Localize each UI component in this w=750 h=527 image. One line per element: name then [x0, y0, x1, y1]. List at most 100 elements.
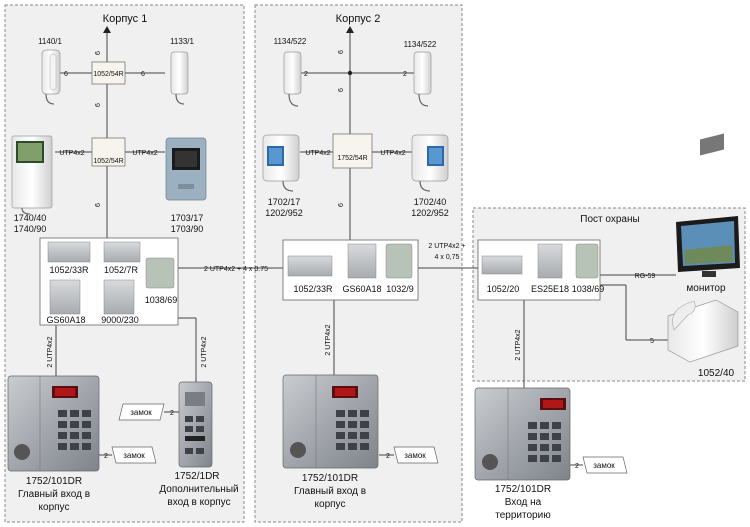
wire-label: 2	[575, 463, 579, 470]
panel-caption: Главный вход в	[18, 489, 90, 500]
monitor-label: 1740/40	[14, 213, 47, 223]
wire-label: 5	[650, 338, 654, 345]
lock-label: замок	[593, 461, 615, 470]
monitor-label: 1740/90	[14, 224, 47, 234]
junction-box: 1052/54R	[91, 61, 126, 85]
panel-caption: территорию	[495, 510, 551, 521]
rack-building2: 1052/33R GS60A18 1032/9	[282, 239, 419, 301]
lock-label: замок	[130, 408, 152, 417]
device-module	[145, 257, 175, 289]
guard-device-label: 1052/40	[698, 368, 735, 379]
device-module	[103, 279, 135, 315]
lock-guard-main: замок	[582, 456, 628, 474]
wire-label: 6	[95, 51, 102, 55]
wire-label: 2	[403, 71, 407, 78]
junction-box: 1752/54R	[332, 133, 373, 169]
lock-b1-main: замок	[111, 446, 157, 464]
rack-item: 1038/69	[572, 284, 605, 294]
junction-box: 1052/54R	[91, 137, 126, 167]
wire-label: 4 x 0,75	[435, 254, 460, 261]
handset-b1-left: 1140/1	[38, 37, 62, 105]
handset-label: 1134/522	[274, 37, 307, 46]
handset-b1-right: 1133/1	[170, 37, 194, 105]
panel-caption: Вход на	[505, 497, 542, 508]
rack-item: ES25E18	[531, 284, 569, 294]
panel-caption: Дополнительный	[159, 484, 238, 495]
wire-label: 2 UTP4x2	[201, 336, 208, 367]
rack-item: 1032/9	[386, 284, 414, 294]
rack-building1: 1052/33R 1052/7R 1038/69 GS60A18 9000/23…	[39, 237, 179, 326]
arrow-up-icon	[103, 26, 111, 33]
panel-model: 1752/101DR	[495, 484, 551, 495]
lock-b2-main: замок	[393, 446, 439, 464]
wires-building1	[55, 26, 283, 456]
building2-title: Корпус 2	[336, 13, 381, 25]
panel-model: 1752/101DR	[26, 476, 82, 487]
device-module	[385, 243, 413, 279]
handset-label: 1133/1	[170, 37, 194, 46]
handset-b2-right: 1134/522	[404, 40, 437, 107]
wire-label: 6	[338, 50, 345, 54]
lock-b1-aux: замок	[118, 403, 165, 421]
arrow-up-icon	[346, 26, 354, 33]
wire-label: UTP4x2	[380, 150, 405, 157]
wire-labels: 6 6 6 6 UTP4x2 UTP4x2 6 2 UTP4x2 + 4 x 0…	[47, 50, 655, 470]
monitor-b1-left: 1740/40 1740/90	[11, 135, 53, 234]
wire-label: UTP4x2	[305, 150, 330, 157]
monitor-b2-right: 1702/40 1202/952	[411, 134, 449, 218]
monitor-label: 1202/952	[411, 208, 449, 218]
rack-item: GS60A18	[46, 315, 85, 325]
handset-b2-left: 1134/522	[274, 37, 307, 107]
panel-caption: корпус	[39, 502, 70, 513]
panel-caption: корпус	[315, 499, 346, 510]
handset-label: 1140/1	[38, 37, 62, 46]
monitor-label: 1702/40	[414, 197, 447, 207]
panel-caption: Главный вход в	[294, 486, 366, 497]
wire-label: 6	[141, 71, 145, 78]
wire-label: 2 UTP4x2	[325, 324, 332, 355]
wire-label: 2 UTP4x2 + 4 x 0.75	[204, 266, 268, 273]
wire-label: RG-59	[635, 273, 656, 280]
rack-item: GS60A18	[342, 284, 381, 294]
wire-label: 2	[386, 453, 390, 460]
wires-guard	[523, 274, 676, 466]
wires-building2	[290, 26, 478, 456]
panel-model: 1752/1DR	[174, 471, 219, 482]
junction-label: 1752/54R	[337, 155, 367, 162]
wire-label: 6	[64, 71, 68, 78]
device-module	[575, 243, 599, 279]
door-panel-b1-aux: 1752/1DR Дополнительный вход в корпус	[159, 381, 239, 508]
monitor-b2-left: 1702/17 1202/952	[262, 134, 303, 218]
device-module	[103, 241, 141, 263]
wire-label: 2	[304, 71, 308, 78]
rack-item: 1052/7R	[104, 265, 139, 275]
building1-title: Корпус 1	[103, 13, 148, 25]
panel-caption: вход в корпус	[167, 497, 230, 508]
rack-item: 1052/33R	[49, 265, 89, 275]
wire-label: UTP4x2	[132, 150, 157, 157]
monitor-b1-right: 1703/17 1703/90	[165, 137, 207, 234]
door-panel-guard-main: 1752/101DR Вход на территорию	[474, 387, 571, 521]
rack-guard: 1052/20 ES25E18 1038/69	[477, 239, 605, 301]
device-module	[49, 279, 81, 315]
guard-device-label: монитор	[686, 283, 726, 294]
junction-label: 1052/54R	[93, 71, 123, 78]
wire-label: 2	[170, 410, 174, 417]
door-panel-b1-main: 1752/101DR Главный вход в корпус	[7, 375, 100, 513]
monitor-label: 1202/952	[265, 208, 303, 218]
rack-item: 9000/230	[101, 315, 139, 325]
lock-label: замок	[404, 451, 426, 460]
monitor-label: 1703/17	[171, 213, 204, 223]
device-module	[481, 255, 523, 275]
wire-label: UTP4x2	[59, 150, 84, 157]
guard-title: Пост охраны	[580, 214, 639, 225]
monitor-label: 1702/17	[268, 197, 301, 207]
monitor-label: 1703/90	[171, 224, 204, 234]
device-module	[47, 241, 91, 263]
handset-label: 1134/522	[404, 40, 437, 49]
wire-label: 2	[104, 453, 108, 460]
rack-item: 1038/69	[145, 295, 178, 305]
guard-phone: 1052/40	[667, 133, 739, 379]
wire-label: 2 UTP4x2	[515, 329, 522, 360]
